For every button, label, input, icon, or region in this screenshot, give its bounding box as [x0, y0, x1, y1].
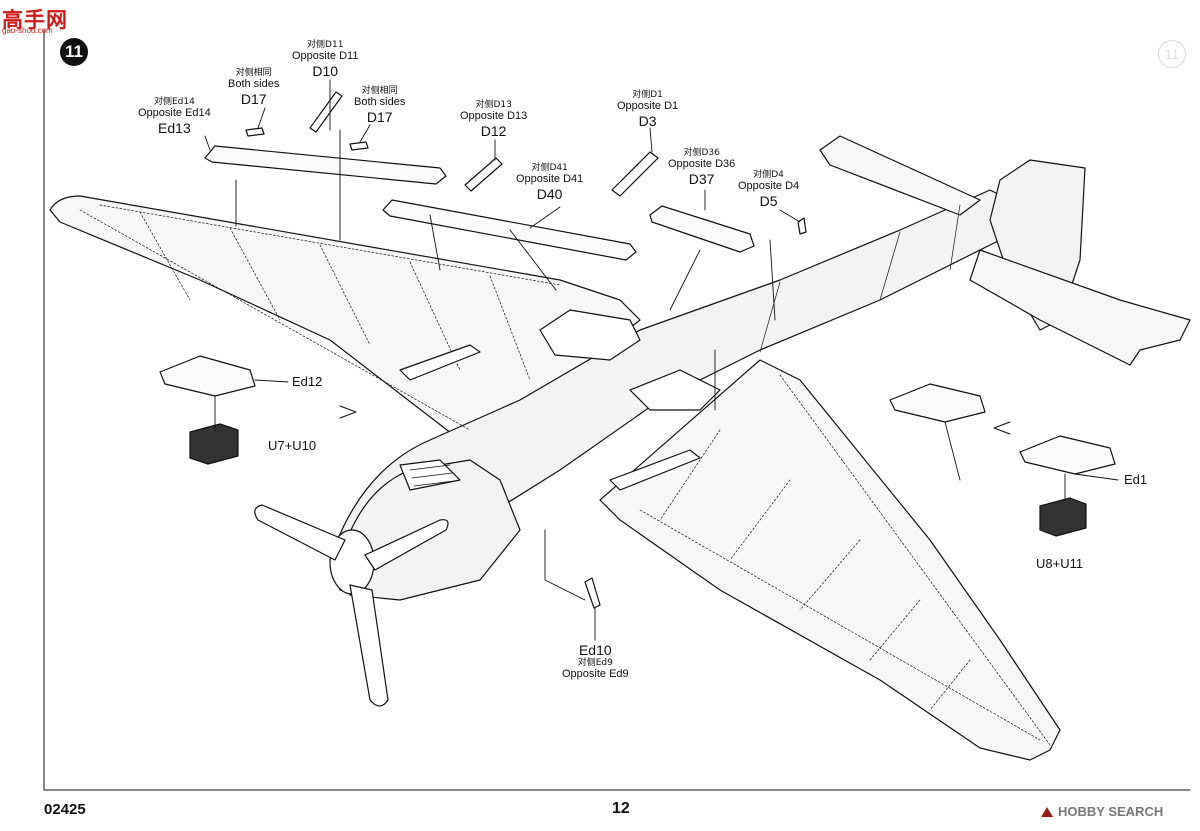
part-d17a — [245, 127, 265, 137]
callout-d17-b: 对侧相同 Both sides D17 — [354, 86, 405, 125]
part-ed13 — [204, 145, 447, 185]
page-number: 12 — [612, 800, 630, 817]
callout-cn: 对侧D11 — [307, 40, 344, 50]
page-frame — [43, 29, 1191, 791]
part-d37 — [649, 205, 755, 253]
callout-part: D37 — [688, 170, 715, 187]
callout-cn: 对侧相同 — [235, 68, 272, 78]
direction-arrow-left — [339, 405, 357, 419]
part-ed1 — [1019, 435, 1116, 475]
callout-part: D5 — [759, 192, 778, 209]
callout-en: Both sides — [228, 78, 280, 91]
callout-part: D40 — [536, 185, 563, 202]
callout-en: Opposite D4 — [738, 180, 800, 193]
logo-subtext: gao-shou.com — [2, 26, 53, 35]
callout-part: D12 — [480, 122, 507, 139]
part-d12 — [382, 199, 637, 261]
part-ed12 — [159, 355, 256, 397]
callout-cn: 对侧D1 — [632, 90, 663, 100]
callout-d40: 对侧D41 Opposite D41 D40 — [516, 163, 583, 202]
callout-cn: 对侧D13 — [475, 100, 512, 110]
callout-d3: 对侧D1 Opposite D1 D3 — [617, 90, 678, 129]
callout-en: Both sides — [354, 96, 406, 109]
watermark-icon — [1041, 807, 1053, 817]
callout-part: D17 — [240, 90, 267, 107]
callout-d10: 对侧D11 Opposite D11 D10 — [292, 40, 358, 79]
callout-part: D10 — [312, 62, 339, 79]
stabilizer-right — [969, 249, 1191, 366]
callout-cn: 对侧Ed9 — [577, 658, 613, 669]
direction-arrow-right — [993, 421, 1011, 435]
part-ed10 — [584, 577, 601, 609]
callout-cn: 对侧相同 — [361, 86, 398, 96]
callout-en: Opposite D1 — [617, 100, 679, 113]
callout-en: Opposite Ed9 — [562, 668, 629, 681]
part-u7u10 — [189, 423, 239, 465]
callout-cn: 对侧D41 — [531, 163, 568, 173]
kit-code: 02425 — [44, 801, 86, 818]
callout-en: Opposite D41 — [516, 173, 584, 186]
callout-cn: 对侧D4 — [753, 170, 784, 180]
propeller-blade-bottom — [349, 584, 389, 707]
label-u8-u11: U8+U11 — [1036, 556, 1084, 571]
canopy — [539, 309, 641, 361]
part-u8u11 — [1039, 497, 1087, 537]
logo-text: 高手网 — [2, 8, 68, 32]
label-ed1: Ed1 — [1124, 472, 1148, 487]
callout-en: Opposite D13 — [460, 110, 528, 123]
callout-d17-a: 对侧相同 Both sides D17 — [228, 68, 279, 107]
callout-cn: 对侧D36 — [683, 148, 720, 158]
part-d10 — [309, 91, 343, 133]
propeller-blade-top — [254, 504, 346, 561]
part-d3 — [611, 151, 659, 197]
part-ed12-right — [889, 383, 986, 423]
callout-part: D17 — [366, 108, 393, 125]
right-wing — [599, 359, 1061, 761]
label-ed12: Ed12 — [292, 374, 323, 389]
callout-en: Opposite D11 — [292, 50, 359, 63]
part-d5 — [797, 217, 807, 235]
callout-part: Ed10 — [578, 642, 612, 658]
callout-d5: 对侧D4 Opposite D4 D5 — [738, 170, 799, 209]
callout-d37: 对侧D36 Opposite D36 D37 — [668, 148, 735, 187]
callout-en: Opposite Ed14 — [138, 107, 211, 120]
part-d13 — [464, 157, 503, 192]
callout-d12: 对侧D13 Opposite D13 D12 — [460, 100, 527, 139]
stabilizer-left — [819, 135, 981, 216]
callout-ed10: Ed10 对侧Ed9 Opposite Ed9 — [562, 642, 629, 681]
callout-part: Ed13 — [158, 119, 191, 136]
propeller-blade-right — [364, 519, 449, 571]
callout-part: D3 — [638, 112, 657, 129]
step-badge-ghost: 11 — [1158, 40, 1186, 68]
callout-cn: 对侧Ed14 — [153, 97, 195, 107]
left-wing — [49, 195, 641, 441]
watermark-text: HOBBY SEARCH — [1058, 804, 1164, 819]
callout-en: Opposite D36 — [668, 158, 736, 171]
part-d17b — [349, 141, 369, 151]
label-u7-u10: U7+U10 — [268, 438, 317, 453]
step-badge: 11 — [60, 38, 88, 66]
site-logo: 高手网 gao-shou.com — [0, 4, 80, 35]
callout-ed13: 对侧Ed14 Opposite Ed14 Ed13 — [138, 97, 211, 136]
